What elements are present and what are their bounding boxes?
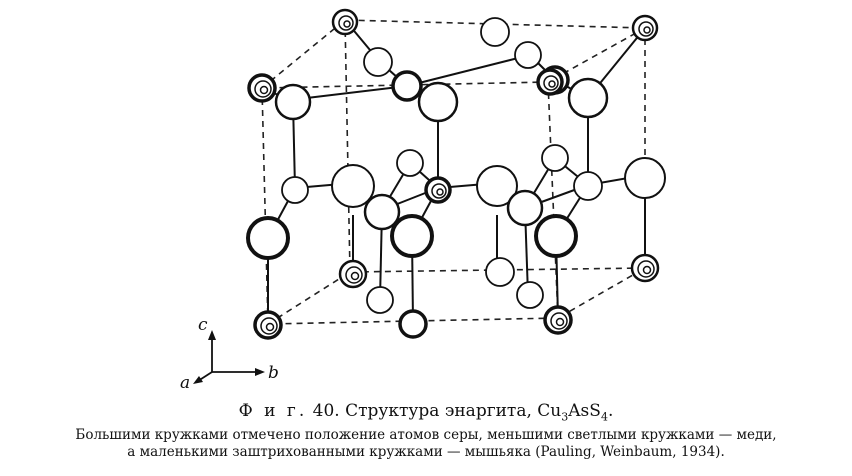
sulfur-atom [417,81,459,123]
arsenic-atom [536,68,564,96]
caption-body-line: Большими кружками отмечено положение ато… [75,427,777,443]
sulfur-atom [391,70,423,102]
copper-atom [485,257,515,287]
sulfur-atom [363,193,401,231]
arsenic-atom [253,310,283,340]
fig-number: 40. [312,401,340,421]
axis-label-b: b [268,363,279,383]
sulfur-atom [476,165,518,207]
copper-atom [516,281,544,309]
sulfur-atom [246,216,290,260]
copper-atom [398,309,428,339]
copper-atom [366,286,394,314]
caption-title: Ф и г. 40. Структура энаргита, Cu3AsS4. [0,401,852,423]
sulfur-atom [274,83,312,121]
copper-atom [573,171,603,201]
arsenic-atom [338,259,368,289]
arsenic-atom [424,176,452,204]
caption-body-line: а маленькими заштрихованными кружками — … [127,444,725,460]
caption-body: Большими кружками отмечено положение ато… [0,427,852,461]
arsenic-atom [543,305,573,335]
fig-word: Ф и г. [238,401,308,421]
sulfur-atom [331,164,375,208]
chemical-formula: Cu3AsS4. [537,401,614,424]
arsenic-atoms [247,8,660,340]
copper-atoms [281,17,603,314]
sulfur-atom [534,214,578,258]
axes-indicator [193,330,265,384]
sulfur-atoms [246,65,666,260]
arsenic-atom [331,8,359,36]
copper-atom [541,144,569,172]
copper-atom [480,17,510,47]
arsenic-atom [247,73,277,103]
enargite-structure-diagram: c b a [180,8,666,393]
arsenic-atom [630,253,660,283]
copper-atom [396,149,424,177]
sulfur-atom [567,77,609,119]
copper-atom [363,47,393,77]
copper-atom [514,41,542,69]
sulfur-atom [506,189,544,227]
copper-atom [281,176,309,204]
arsenic-atom [631,14,659,42]
sulfur-atom [390,214,434,258]
sulfur-atom [624,157,666,199]
caption-title-text: Структура энаргита, [345,401,532,421]
axis-label-c: c [198,315,208,335]
axis-label-a: a [180,373,190,393]
